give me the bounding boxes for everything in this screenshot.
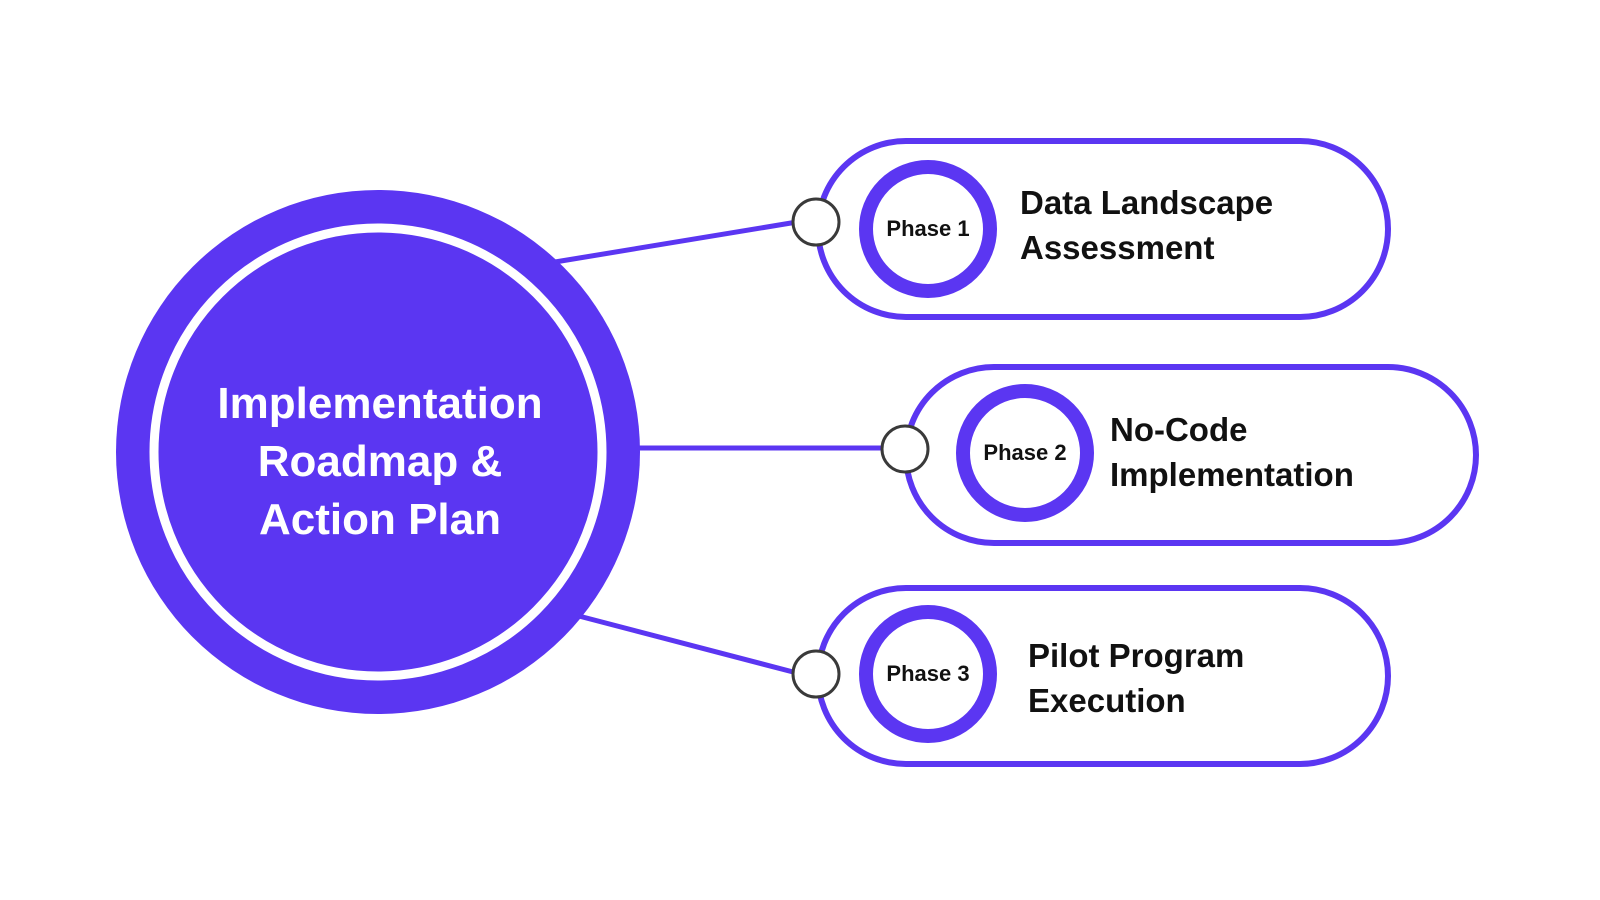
- phase-2-label: Phase 2: [983, 440, 1067, 465]
- center-circle-ring: [149, 223, 607, 681]
- connector-line-phase-3: [574, 612, 798, 676]
- phase-3-title-line-1: Pilot Program: [1028, 637, 1245, 674]
- phase-1-label: Phase 1: [886, 216, 970, 241]
- center-title-line-3: Action Plan: [258, 495, 502, 544]
- phase-3-title-line-2: Execution: [1028, 682, 1186, 719]
- phase-1-connector-dot: [791, 197, 841, 247]
- center-title: Implementation Roadmap & Action Plan: [160, 375, 600, 549]
- phase-3-label: Phase 3: [886, 661, 970, 686]
- phase-2-title: No-Code Implementation: [1110, 407, 1354, 497]
- phase-3-title: Pilot Program Execution: [1028, 633, 1244, 723]
- phase-2-connector-dot: [880, 424, 930, 474]
- phase-1-title-line-2: Assessment: [1020, 229, 1215, 266]
- phase-1-title: Data Landscape Assessment: [1020, 180, 1273, 270]
- phase-3-connector-dot: [791, 649, 841, 699]
- phase-3-badge: [859, 605, 997, 743]
- center-circle-outer: [116, 190, 640, 714]
- phase-1-title-line-1: Data Landscape: [1020, 184, 1274, 221]
- center-title-line-1: Implementation: [217, 379, 543, 428]
- center-title-line-2: Roadmap &: [257, 437, 503, 486]
- connector-line-phase-1: [554, 219, 798, 265]
- phase-2-title-line-1: No-Code: [1110, 411, 1248, 448]
- phase-1-badge: [859, 160, 997, 298]
- phase-2-badge: [956, 384, 1094, 522]
- phase-2-title-line-2: Implementation: [1110, 456, 1354, 493]
